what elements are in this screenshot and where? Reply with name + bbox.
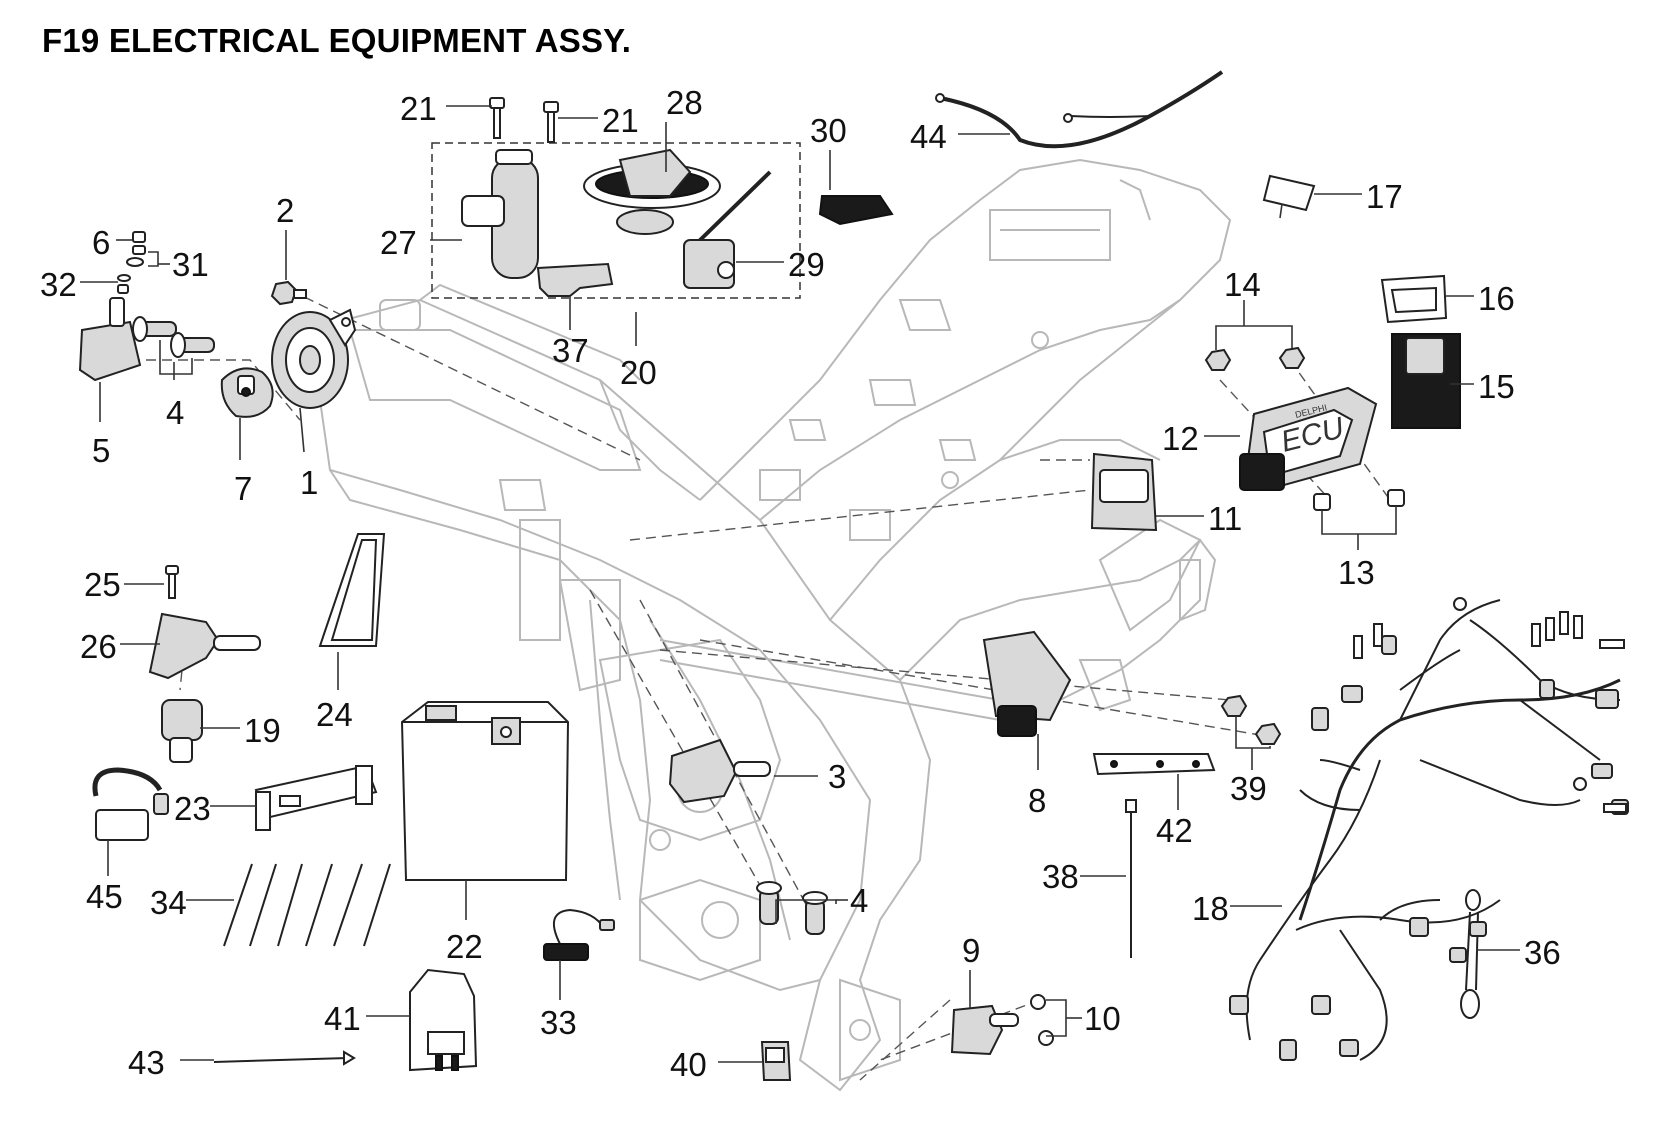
part-bolts-39	[1220, 694, 1282, 745]
part-grommets-13	[1313, 489, 1405, 511]
callout-16: 16	[1478, 280, 1515, 317]
part-fuel-sender-29	[683, 170, 772, 289]
callout-12: 12	[1162, 420, 1199, 457]
callout-4-top: 4	[166, 394, 184, 431]
callout-13: 13	[1338, 554, 1375, 591]
callout-39: 39	[1230, 770, 1267, 807]
part-sensor-3	[668, 738, 771, 804]
assembly-box-20	[431, 142, 801, 299]
callout-33: 33	[540, 1004, 577, 1041]
part-fuel-pump-27	[461, 149, 539, 279]
callout-15: 15	[1478, 368, 1515, 405]
part-bracket-37	[536, 262, 614, 297]
part-sensor-9	[950, 1004, 1019, 1056]
callout-44: 44	[910, 118, 947, 155]
frame-outline	[318, 158, 1232, 1092]
callout-21-left: 21	[400, 90, 437, 127]
part-bolts-21	[489, 97, 559, 143]
assembly-dashed-lines	[130, 289, 1391, 1081]
callout-20: 20	[620, 354, 657, 391]
callout-42: 42	[1156, 812, 1193, 849]
callout-5: 5	[92, 432, 110, 469]
part-ignition-7	[220, 367, 274, 418]
leader-lines	[80, 105, 1520, 1063]
part-relay-5	[78, 297, 142, 382]
part-sensor-19	[161, 699, 203, 763]
part-screws-10	[1030, 994, 1054, 1046]
callout-18: 18	[1192, 890, 1229, 927]
callout-3: 3	[828, 758, 846, 795]
part-wire-harness-18	[1229, 597, 1629, 1061]
part-relay-11	[1090, 452, 1158, 532]
part-cable-ties-34	[223, 863, 391, 947]
callout-45: 45	[86, 878, 123, 915]
diagram-title: F19 ELECTRICAL EQUIPMENT ASSY.	[42, 22, 632, 59]
part-speed-sensor-25-26	[148, 565, 261, 680]
callout-32: 32	[40, 266, 77, 303]
callout-24: 24	[316, 696, 353, 733]
callout-36: 36	[1524, 934, 1561, 971]
part-strap-24	[318, 533, 386, 647]
callout-38: 38	[1042, 858, 1079, 895]
callout-9: 9	[962, 932, 980, 969]
callout-29: 29	[788, 246, 825, 283]
callout-7: 7	[234, 470, 252, 507]
part-bolts-14	[1204, 346, 1306, 371]
callout-37: 37	[552, 332, 589, 369]
part-horn-1	[271, 308, 357, 409]
part-relay-40	[760, 1041, 792, 1081]
part-bracket-23	[254, 764, 378, 831]
callout-23: 23	[174, 790, 211, 827]
callout-26: 26	[80, 628, 117, 665]
part-connector-41	[409, 968, 478, 1072]
callout-41: 41	[324, 1000, 361, 1037]
part-tie-43	[213, 1050, 356, 1066]
callout-21-right: 21	[602, 102, 639, 139]
callout-25: 25	[84, 566, 121, 603]
part-coil-45	[92, 767, 169, 841]
part-spacers-4-top	[132, 316, 215, 358]
part-cable-44	[935, 70, 1224, 149]
part-fuel-cap-28	[583, 148, 721, 235]
part-small-hardware-6-31-32	[117, 231, 146, 294]
callout-30: 30	[810, 112, 847, 149]
callout-14: 14	[1224, 266, 1261, 303]
part-tie-38	[1125, 799, 1137, 958]
callout-19: 19	[244, 712, 281, 749]
part-battery-22	[400, 701, 570, 881]
part-bracket-8	[982, 630, 1072, 737]
callout-4-bottom: 4	[850, 882, 868, 919]
part-clip-30	[818, 195, 894, 226]
callout-1: 1	[300, 464, 318, 501]
callout-8: 8	[1028, 782, 1046, 819]
callout-34: 34	[150, 884, 187, 921]
callout-43: 43	[128, 1044, 165, 1081]
callout-31: 31	[172, 246, 209, 283]
callout-22: 22	[446, 928, 483, 965]
part-cover-16	[1380, 274, 1448, 324]
part-plate-42	[1092, 753, 1216, 776]
callout-27: 27	[380, 224, 417, 261]
callout-11: 11	[1208, 500, 1242, 537]
callout-28: 28	[666, 84, 703, 121]
callout-2: 2	[276, 192, 294, 229]
callout-10: 10	[1084, 1000, 1121, 1037]
part-bolt-2	[270, 280, 307, 306]
part-ecu-12: ECU DELPHI	[1239, 386, 1378, 492]
part-regulator-15	[1391, 333, 1461, 429]
part-sensor-33	[543, 908, 615, 961]
callout-17: 17	[1366, 178, 1403, 215]
part-relay-17	[1262, 174, 1316, 219]
callout-numbers: 1 2 3 4 4 5 6 7 8 9 10 11 12 13 14 15 16…	[40, 84, 1561, 1083]
callout-6: 6	[92, 224, 110, 261]
callout-40: 40	[670, 1046, 707, 1083]
part-spacers-4-bottom	[756, 881, 828, 935]
